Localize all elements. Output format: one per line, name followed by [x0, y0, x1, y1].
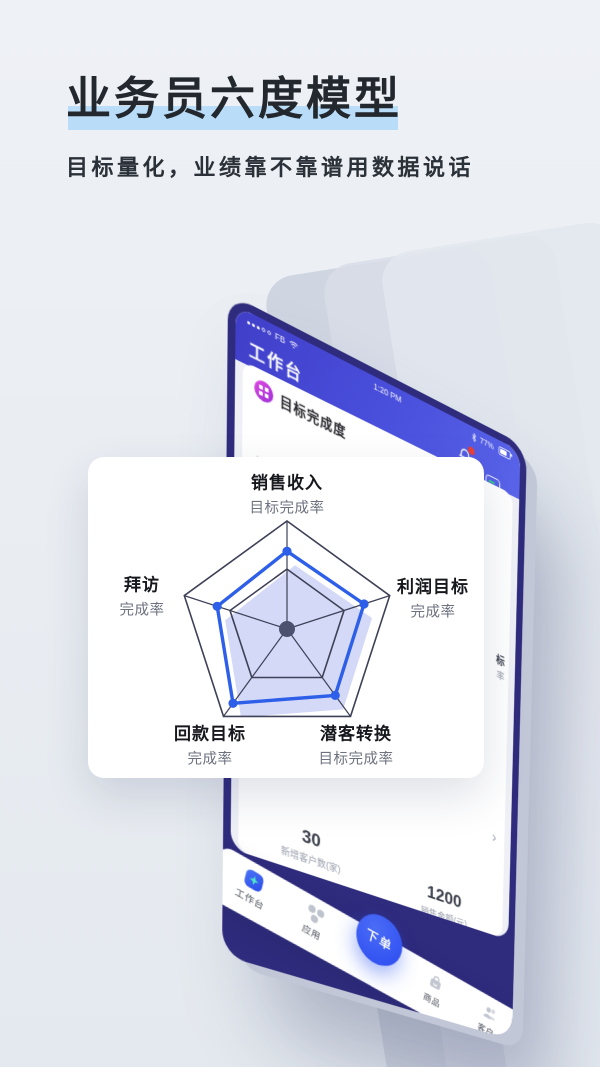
radar-data-point: [212, 601, 222, 611]
radar-spoke: [286, 595, 390, 630]
radar-axis-label: 销售收入目标完成率: [249, 473, 325, 517]
place-order-fab[interactable]: 下单: [351, 904, 408, 976]
radar-axis-label: 拜访完成率: [119, 575, 165, 619]
signal-dots-icon: [247, 320, 272, 336]
wifi-icon: [289, 339, 298, 352]
bluetooth-icon: [472, 431, 477, 442]
radar-axis-label: 回款目标完成率: [174, 724, 246, 768]
battery-icon: [498, 445, 511, 460]
covered-text-fragments: 标 率: [495, 654, 505, 684]
hero: 业务员六度模型 目标量化，业绩靠不靠谱用数据说话: [66, 74, 474, 182]
fab-cell: 下单: [336, 904, 412, 1002]
radar-data-point: [228, 698, 238, 708]
radar-chart-card: 销售收入目标完成率利润目标完成率潜客转换目标完成率 回款目标完成率 拜访完成率: [88, 457, 484, 778]
stat-sales-amount: 1200 销售金额(元): [383, 867, 502, 940]
radar-chart: [183, 520, 391, 718]
radar-fill: [225, 565, 372, 718]
radar-data-point: [330, 690, 340, 701]
tab-apps[interactable]: 应用: [276, 882, 349, 967]
page-title: 业务员六度模型: [66, 73, 403, 124]
radar-data-point: [359, 599, 369, 609]
carrier-label: FB: [274, 330, 286, 346]
chevron-right-icon[interactable]: ›: [491, 827, 497, 847]
radar-axis-label: 潜客转换目标完成率: [318, 724, 394, 768]
radar-data-point: [282, 546, 292, 556]
radar-ring: [183, 520, 391, 718]
battery-percent-label: 77%: [479, 435, 494, 452]
radar-ring: [229, 568, 345, 679]
title-highlight: [68, 106, 398, 130]
radar-series-line: [215, 549, 366, 706]
page-subtitle: 目标量化，业绩靠不靠谱用数据说话: [66, 154, 475, 180]
radar-spoke: [286, 628, 351, 717]
radar-spoke: [184, 595, 288, 630]
goal-pinwheel-icon: [254, 376, 274, 407]
radar-center-dot: [279, 621, 295, 637]
radar-axis-label: 利润目标完成率: [397, 577, 469, 621]
